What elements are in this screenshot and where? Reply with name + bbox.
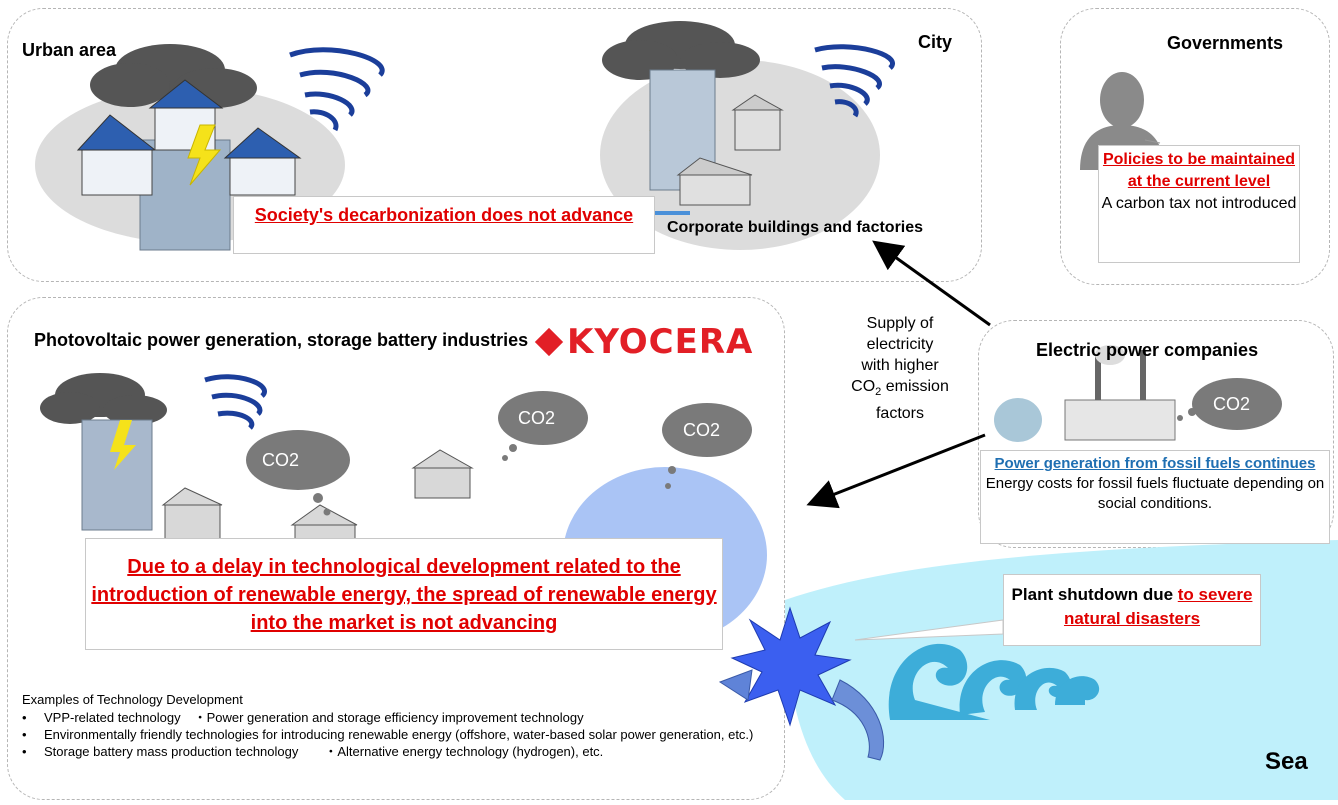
plant-shutdown-red: to severe natural disasters (1063, 585, 1253, 628)
governments-region (1060, 8, 1330, 285)
decarbonization-text: Society's decarbonization does not advan… (254, 205, 634, 225)
example-item: •VPP-related technology ・Power generatio… (22, 710, 584, 725)
energy-costs-text: Energy costs for fossil fuels fluctuate … (985, 475, 1325, 512)
co2-label-3: CO2 (683, 420, 721, 440)
examples-title: Examples of Technology Development (22, 692, 243, 707)
examples-block: Examples of Technology Development •VPP-… (22, 691, 782, 760)
plant-shutdown-prefix: Plant shutdown due (1011, 585, 1178, 604)
decarbonization-callout: Society's decarbonization does not advan… (233, 196, 655, 254)
urban-area-label: Urban area (22, 40, 117, 60)
pv-storm-cloud-icon (40, 373, 167, 425)
delay-callout: Due to a delay in technological developm… (85, 538, 723, 650)
wave-icon (888, 643, 1100, 720)
pv-title: Photovoltaic power generation, storage b… (34, 330, 529, 350)
arrow-to-pv (806, 433, 986, 509)
carbon-tax-text: A carbon tax not introduced (1101, 195, 1297, 212)
example-item: •Environmentally friendly technologies f… (22, 727, 754, 742)
co2-cloud-icon (246, 378, 1282, 516)
kyocera-logo-mark (534, 327, 564, 357)
pv-tornado-icon (204, 374, 267, 430)
power-plant-icon (994, 345, 1176, 442)
explosion-icon (730, 606, 852, 727)
storm-cloud-icon (90, 21, 760, 108)
power-companies-title: Electric power companies (1036, 340, 1259, 360)
supply-text: Supply of electricity with higher CO2 em… (851, 315, 949, 423)
kyocera-logo-text: KYOCERA (567, 322, 754, 362)
kyocera-logo: KYOCERA (534, 322, 762, 362)
pv-industries-region (7, 297, 785, 800)
tornado-icon (289, 44, 895, 132)
city-label: City (918, 32, 953, 52)
fossil-text: Power generation from fossil fuels conti… (994, 455, 1316, 472)
policy-text: Policies to be maintained at the current… (1102, 151, 1296, 190)
sea-label: Sea (1265, 748, 1308, 775)
damage-arrow (831, 679, 885, 761)
policy-callout: Policies to be maintained at the current… (1098, 145, 1300, 263)
corporate-label: Corporate buildings and factories (667, 219, 924, 236)
example-item: •Storage battery mass production technol… (22, 744, 604, 759)
delay-text: Due to a delay in technological developm… (91, 556, 717, 634)
plant-shutdown-callout: Plant shutdown due to severe natural dis… (1003, 574, 1261, 646)
fossil-callout: Power generation from fossil fuels conti… (980, 450, 1330, 544)
co2-label-1: CO2 (262, 450, 300, 470)
city-buildings-icon (649, 69, 784, 206)
governments-title: Governments (1167, 33, 1284, 53)
urban-area-region (7, 8, 982, 282)
co2-label-2: CO2 (518, 408, 556, 428)
co2-label-4: CO2 (1213, 394, 1251, 414)
arrow-to-city (872, 240, 991, 327)
